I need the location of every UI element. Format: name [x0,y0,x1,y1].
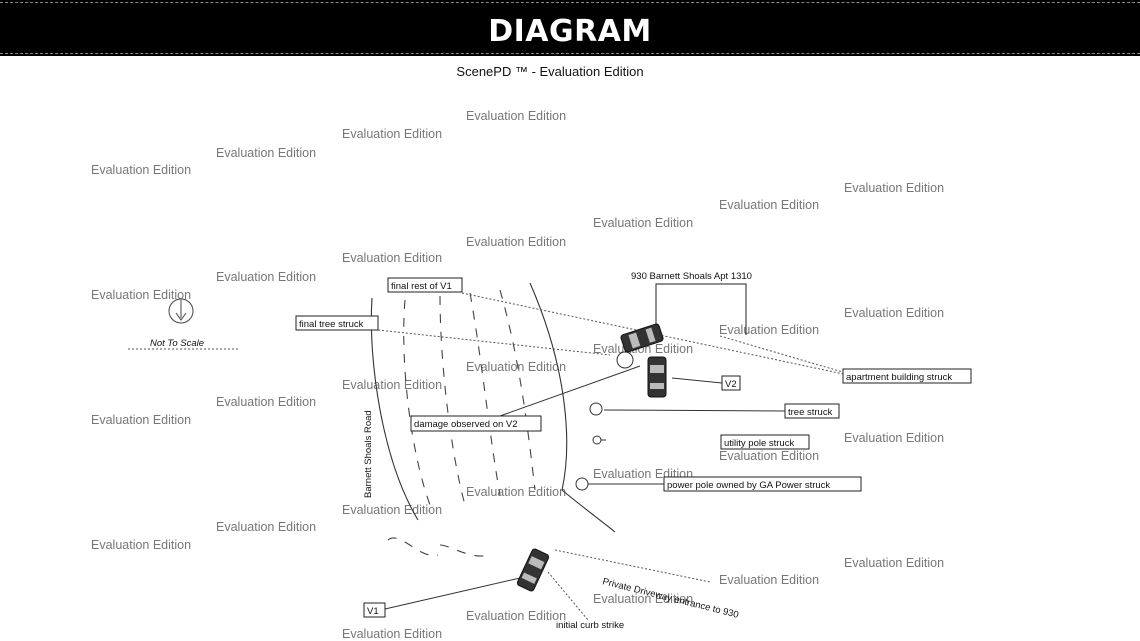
lane-line-5 [387,537,439,557]
watermark-text: Evaluation Edition [844,306,944,320]
watermark-text: Evaluation Edition [719,573,819,587]
label-tree: tree struck [784,403,840,419]
svg-text:initial curb strike: initial curb strike [556,620,624,631]
banner-bottom-border [0,53,1140,54]
svg-text:power pole owned by GA Power s: power pole owned by GA Power struck [667,480,830,491]
header-banner: DIAGRAM [0,0,1140,56]
svg-text:final tree struck: final tree struck [299,319,364,330]
leader-curb [547,571,589,621]
label-final-rest-v1: final rest of V1 [387,277,463,293]
svg-text:V2: V2 [725,379,737,390]
tree-icon [589,402,603,416]
svg-text:utility pole struck: utility pole struck [724,438,794,449]
watermark-text: Evaluation Edition [466,609,566,623]
svg-text:V1: V1 [367,606,379,617]
lane-line-6 [439,544,491,557]
leader-damage [499,365,641,417]
vehicle-v1-initial-icon [516,548,550,592]
leader-tree [603,409,786,412]
watermark-text: Evaluation Edition [593,216,693,230]
tree-icon [616,351,634,369]
vehicle-v1-final-rest-icon [620,323,664,353]
svg-text:apartment building struck: apartment building struck [846,372,952,383]
label-v2: V2 [721,375,741,391]
lane-line-3 [469,292,501,496]
watermark-text: Evaluation Edition [844,556,944,570]
watermark-text: Evaluation Edition [342,251,442,265]
watermark-text: Evaluation Edition [342,503,442,517]
watermark-text: Evaluation Edition [216,270,316,284]
watermark-text: Evaluation Edition [844,431,944,445]
watermark-text: Evaluation Edition [466,235,566,249]
watermark-text: Evaluation Edition [216,520,316,534]
leader-v2 [671,377,723,384]
leader-apartment [719,335,847,374]
north-arrow-icon [168,298,194,324]
vehicle-v2-icon [647,356,667,398]
svg-text:final rest of V1: final rest of V1 [391,281,452,292]
label-power-pole: power pole owned by GA Power struck [663,476,862,492]
leader-final-tree [377,329,611,356]
svg-text:damage observed on V2: damage observed on V2 [414,419,518,430]
lane-line-2 [439,295,466,506]
watermark-text: Evaluation Edition [719,198,819,212]
watermark-text: Evaluation Edition [844,181,944,195]
lane-line-1 [403,299,431,506]
label-v1: V1 [363,602,386,618]
watermark-text: Evaluation Edition [466,109,566,123]
watermark-text: Evaluation Edition [216,395,316,409]
apartment-building-outline [655,283,747,335]
watermark-text: Evaluation Edition [91,413,191,427]
leader-v1 [384,577,521,610]
svg-text:tree struck: tree struck [788,407,833,418]
watermark-text: Evaluation Edition [719,449,819,463]
label-apartment: apartment building struck [842,368,972,384]
watermark-text: Evaluation Edition [593,592,693,606]
label-curb: initial curb strike [556,620,624,631]
watermark-text: Evaluation Edition [342,127,442,141]
page-title: DIAGRAM [488,14,652,49]
road-edge-east [529,282,616,533]
leader-driveway [554,549,711,583]
watermark-text: Evaluation Edition [216,146,316,160]
watermark-text: Evaluation Edition [91,163,191,177]
banner-top-border [0,2,1140,3]
label-utility-pole: utility pole struck [720,434,810,450]
label-final-tree: final tree struck [295,315,379,331]
watermark-text: Evaluation Edition [342,627,442,641]
watermark-text: Evaluation Edition [719,323,819,337]
road-name-label: Barnett Shoals Road [363,410,374,498]
utility-pole-icon [592,435,606,445]
power-pole-icon [575,477,589,491]
watermark-text: Evaluation Edition [466,485,566,499]
watermark-text: Evaluation Edition [342,378,442,392]
address-label: 930 Barnett Shoals Apt 1310 [631,271,752,282]
label-damage-v2: damage observed on V2 [410,415,542,432]
watermark-text: Evaluation Edition [91,288,191,302]
lane-line-4 [499,289,536,491]
watermark-text: Evaluation Edition [91,538,191,552]
scale-note: Not To Scale [150,338,204,349]
diagram-subtitle: ScenePD ™ - Evaluation Edition [456,64,644,79]
watermark-text: Evaluation Edition [593,342,693,356]
watermark-text: Evaluation Edition [466,360,566,374]
